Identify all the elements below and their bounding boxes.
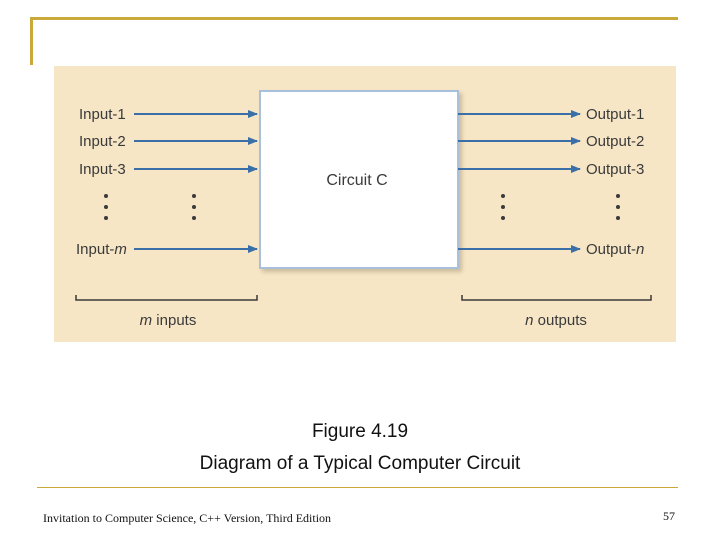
figure-caption-title: Diagram of a Typical Computer Circuit (199, 453, 521, 474)
outputs-brace-var: n (525, 312, 533, 329)
output-ellipsis-left (501, 194, 505, 220)
input-label-2: Input-2 (79, 133, 126, 150)
footer-book-title: Invitation to Computer Science, C++ Vers… (43, 511, 332, 525)
output-label-1: Output-1 (586, 106, 644, 123)
input-ellipsis-right (192, 194, 196, 220)
input-label-m: Input-m (76, 241, 127, 258)
outputs-brace-label: n outputs (525, 312, 587, 329)
title-rule-top (30, 17, 678, 20)
outputs-brace-text: outputs (533, 312, 586, 329)
output-ellipsis-right (616, 194, 620, 220)
output-label-n-var: n (636, 241, 644, 258)
output-label-n-text: Output- (586, 241, 636, 258)
input-label-m-text: Input- (76, 241, 114, 258)
input-label-m-var: m (114, 241, 127, 258)
page-number: 57 (663, 509, 675, 523)
output-label-3: Output-3 (586, 161, 644, 178)
circuit-box (259, 90, 459, 269)
circuit-box-label: Circuit C (326, 172, 387, 189)
circuit-diagram: Circuit C Input-1 Input-2 Input-3 Input-… (54, 66, 676, 342)
input-label-1: Input-1 (79, 106, 126, 123)
inputs-brace-label: m inputs (140, 312, 197, 329)
output-label-2: Output-2 (586, 133, 644, 150)
outputs-brace (461, 295, 652, 301)
input-label-3: Input-3 (79, 161, 126, 178)
inputs-brace-text: inputs (152, 312, 196, 329)
title-rule-left (30, 17, 33, 65)
figure-caption-number: Figure 4.19 (311, 421, 409, 442)
output-label-n: Output-n (586, 241, 644, 258)
inputs-brace-var: m (140, 312, 153, 329)
circuit-diagram-svg: Circuit C Input-1 Input-2 Input-3 Input-… (75, 90, 652, 329)
input-ellipsis-left (104, 194, 108, 220)
inputs-brace (75, 295, 258, 301)
footer-rule (37, 487, 678, 488)
